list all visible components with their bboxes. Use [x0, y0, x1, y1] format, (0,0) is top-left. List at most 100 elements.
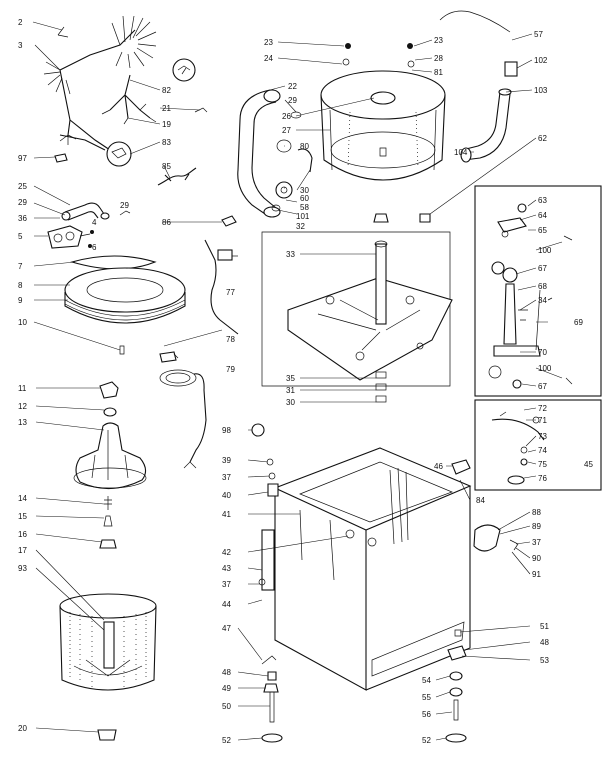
label-90: 90 — [532, 554, 541, 563]
inset-box-lid-switch — [474, 185, 602, 397]
label-28: 28 — [434, 54, 443, 63]
label-49: 49 — [222, 684, 231, 693]
label-11: 11 — [18, 384, 27, 393]
wiring-harness — [43, 15, 157, 151]
harness-connector-83 — [59, 134, 132, 167]
label-35: 35 — [286, 374, 295, 383]
label-97: 97 — [18, 154, 27, 163]
label-69: 69 — [574, 318, 583, 327]
label-100: 100 — [538, 246, 552, 255]
label-40: 40 — [222, 491, 231, 500]
label-23: 23 — [434, 36, 443, 45]
label-50: 50 — [222, 702, 231, 711]
label-31: 31 — [286, 386, 295, 395]
label-83: 83 — [162, 138, 171, 147]
pressure-switch-77 — [204, 239, 239, 335]
label-21: 21 — [162, 104, 171, 113]
label-42: 42 — [222, 548, 231, 557]
label-76: 76 — [538, 474, 547, 483]
label-37: 37 — [532, 538, 541, 547]
label-29: 29 — [18, 198, 27, 207]
label-43: 43 — [222, 564, 231, 573]
label-82: 82 — [162, 86, 171, 95]
label-48: 48 — [540, 638, 549, 647]
label-30: 30 — [286, 398, 295, 407]
agitator-cap — [99, 381, 119, 417]
label-22: 22 — [288, 82, 297, 91]
label-104: 104 — [454, 148, 468, 157]
label-53: 53 — [540, 656, 549, 665]
label-54: 54 — [422, 676, 431, 685]
label-86: 86 — [162, 218, 171, 227]
label-34: 34 — [538, 296, 547, 305]
label-2: 2 — [18, 18, 23, 27]
label-81: 81 — [434, 68, 443, 77]
label-30: 30 — [300, 186, 309, 195]
label-62: 62 — [538, 134, 547, 143]
clip-97 — [54, 153, 68, 163]
cabinet-44 — [261, 447, 472, 691]
label-23: 23 — [264, 38, 273, 47]
agitator-hardware — [99, 496, 117, 549]
label-63: 63 — [538, 196, 547, 205]
label-33: 33 — [286, 250, 295, 259]
label-101: 101 — [296, 212, 310, 221]
label-73: 73 — [538, 432, 547, 441]
outer-tub-27 — [320, 43, 446, 181]
wire-bundle-19 — [101, 58, 208, 125]
label-15: 15 — [18, 512, 27, 521]
label-4: 4 — [92, 218, 97, 227]
power-cord-79 — [159, 351, 207, 469]
label-55: 55 — [422, 693, 431, 702]
drive-bell-20 — [97, 729, 117, 741]
transmission-32 — [261, 231, 453, 403]
label-14: 14 — [18, 494, 27, 503]
label-88: 88 — [532, 508, 541, 517]
label-65: 65 — [538, 226, 547, 235]
agitator-13 — [73, 422, 147, 490]
label-9: 9 — [18, 296, 23, 305]
label-12: 12 — [18, 402, 27, 411]
water-valve-5 — [47, 225, 94, 249]
label-27: 27 — [282, 126, 291, 135]
label-77: 77 — [226, 288, 235, 297]
leader-lines — [32, 21, 563, 741]
label-56: 56 — [422, 710, 431, 719]
hose-25 — [61, 202, 131, 221]
label-19: 19 — [162, 120, 171, 129]
label-80: 80 — [300, 142, 309, 151]
label-10: 10 — [18, 318, 27, 327]
label-78: 78 — [226, 335, 235, 344]
label-13: 13 — [18, 418, 27, 427]
label-91: 91 — [532, 570, 541, 579]
label-71: 71 — [538, 416, 547, 425]
label-8: 8 — [18, 281, 23, 290]
label-70: 70 — [538, 348, 547, 357]
label-36: 36 — [18, 214, 27, 223]
label-24: 24 — [264, 54, 273, 63]
label-39: 39 — [222, 456, 231, 465]
spin-basket-93 — [59, 593, 157, 691]
label-37: 37 — [222, 580, 231, 589]
label-48: 48 — [222, 668, 231, 677]
label-75: 75 — [538, 460, 547, 469]
label-16: 16 — [18, 530, 27, 539]
label-52: 52 — [422, 736, 431, 745]
label-79: 79 — [226, 365, 235, 374]
label-25: 25 — [18, 182, 27, 191]
label-17: 17 — [18, 546, 27, 555]
label-89: 89 — [532, 522, 541, 531]
hose-22 — [237, 89, 281, 218]
label-64: 64 — [538, 211, 547, 220]
label-67: 67 — [538, 264, 547, 273]
label-3: 3 — [18, 41, 23, 50]
label-100: 100 — [538, 364, 552, 373]
label-58: 58 — [300, 203, 309, 212]
hose-103 — [419, 10, 518, 223]
label-72: 72 — [538, 404, 547, 413]
label-67: 67 — [538, 382, 547, 391]
nut-30 — [373, 213, 389, 223]
wire-85 — [157, 167, 197, 186]
label-6: 6 — [92, 243, 97, 252]
